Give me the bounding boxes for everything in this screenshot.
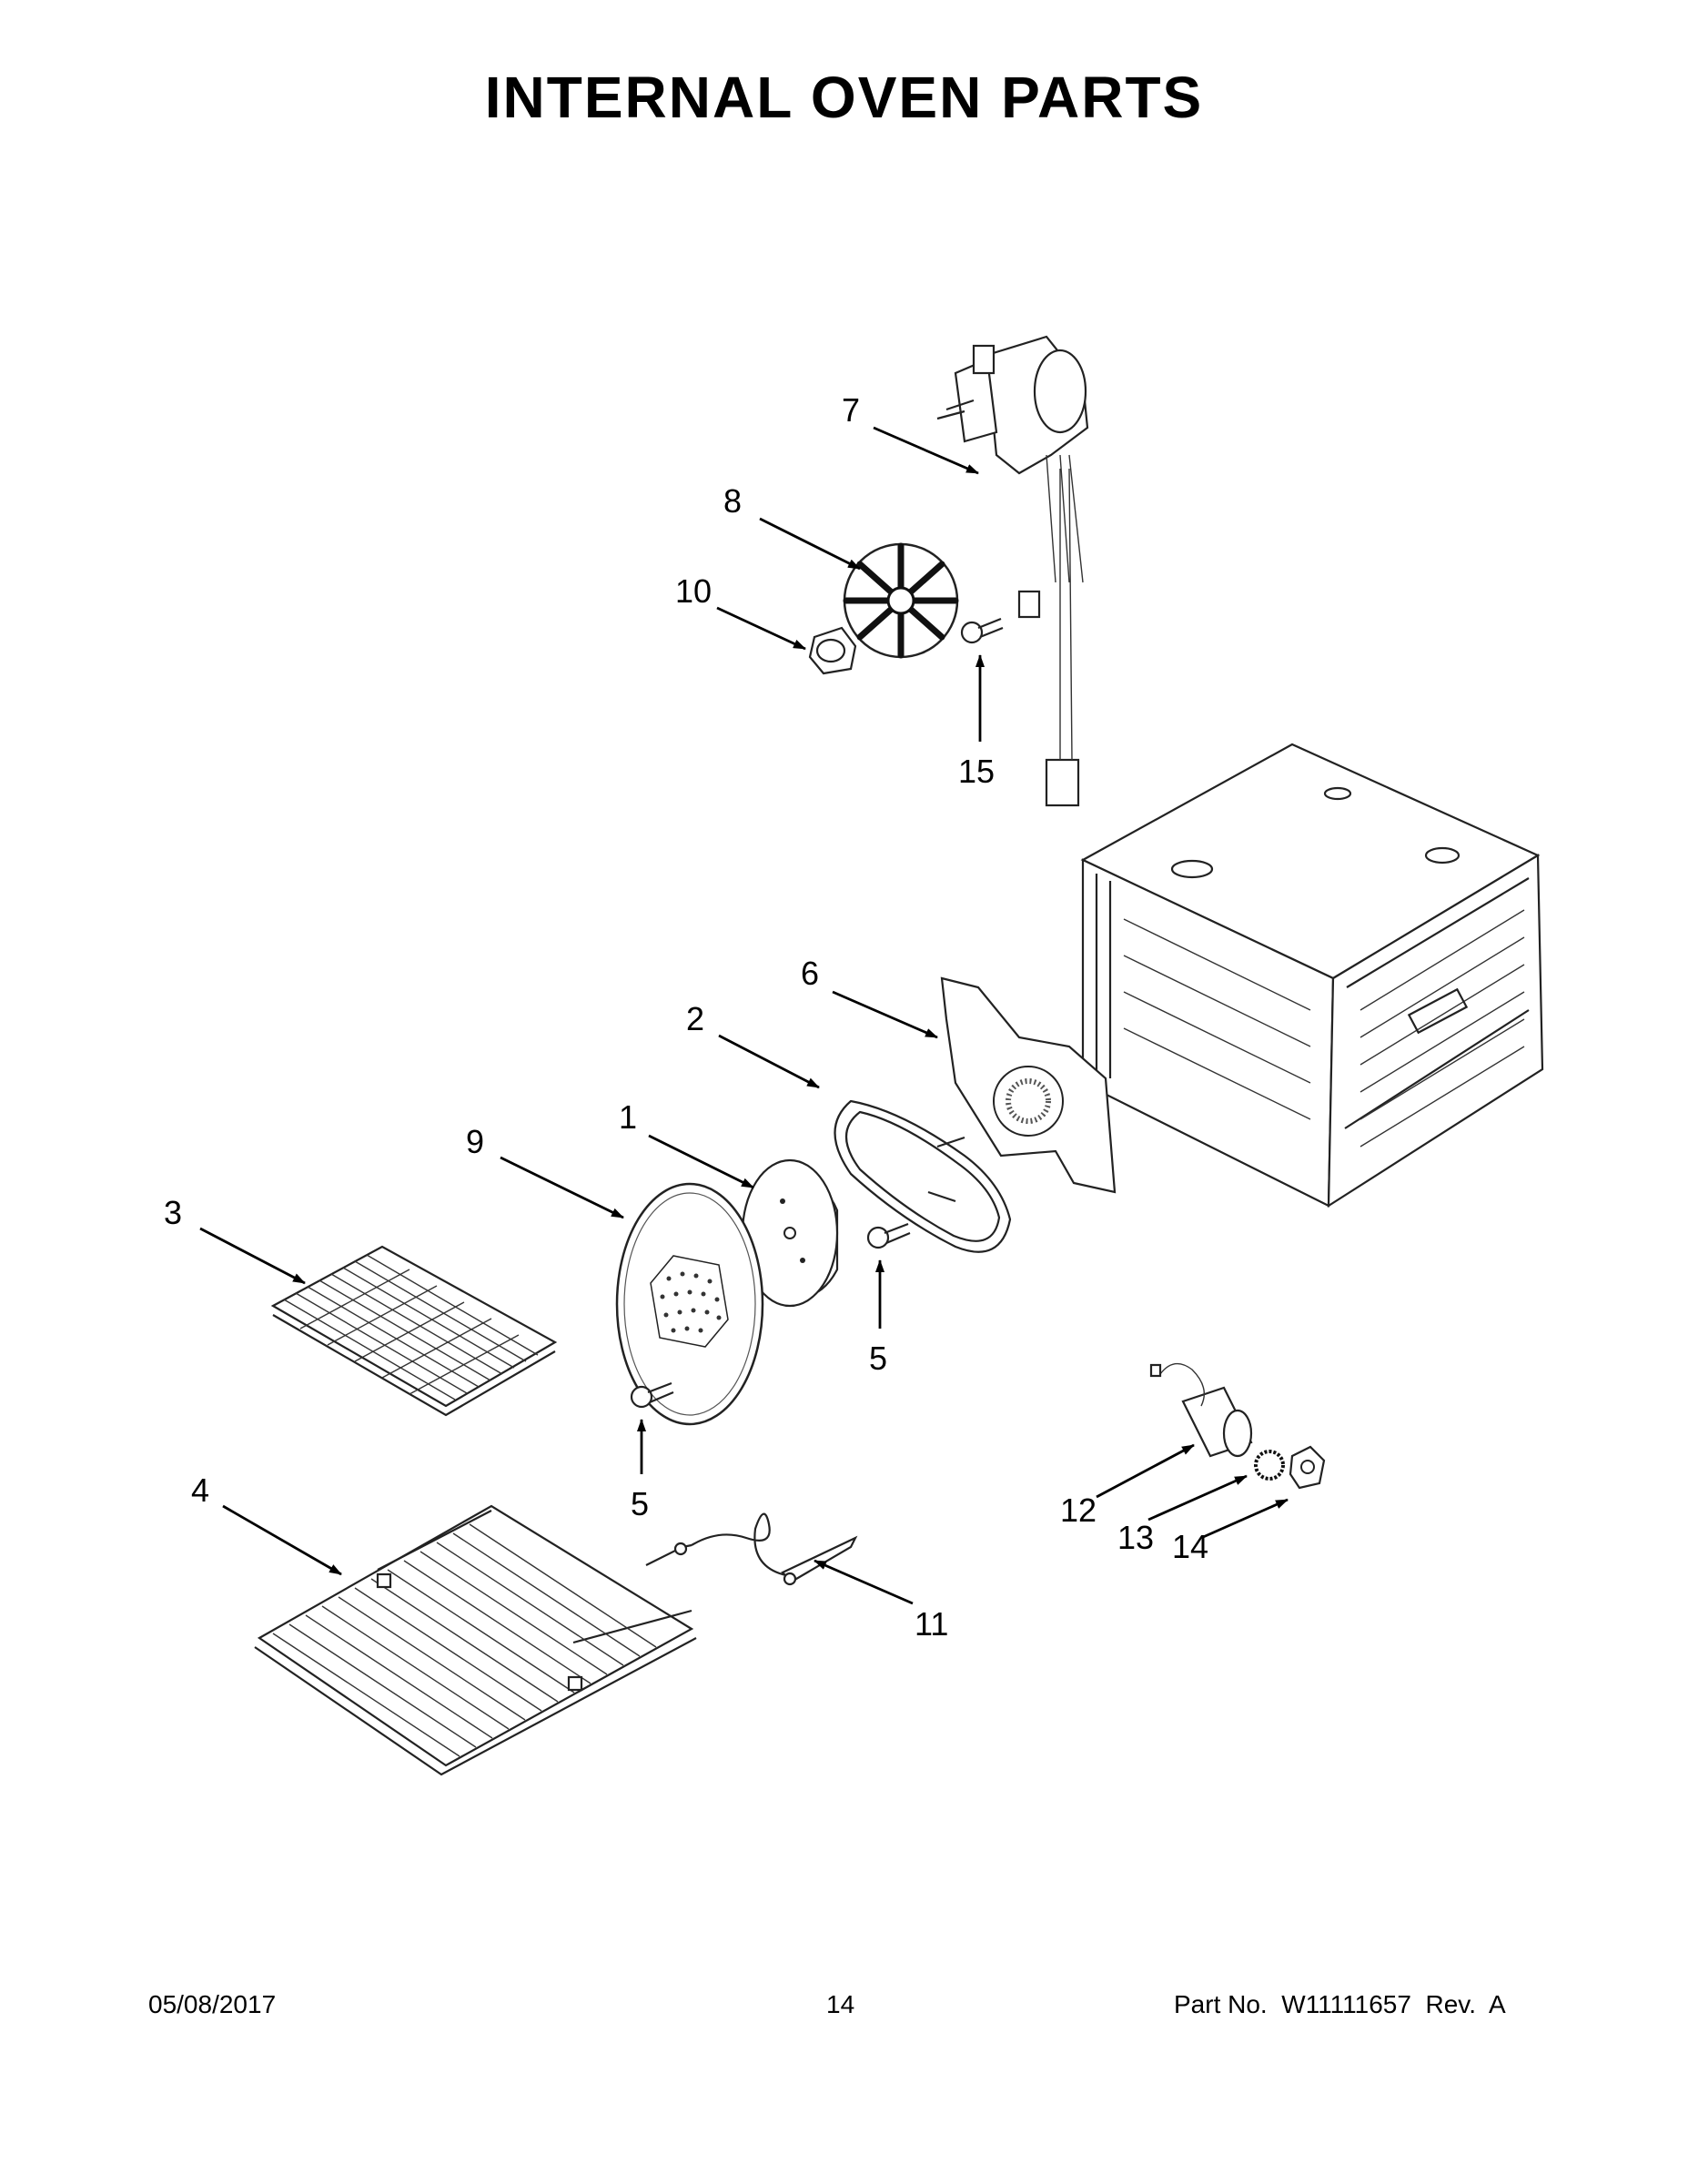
footer-page-number: 14 xyxy=(826,1990,855,2018)
fan-blade xyxy=(843,542,959,659)
baffle-disc xyxy=(741,1158,839,1308)
callout-2: 2 xyxy=(686,1000,704,1037)
element-screw xyxy=(866,1222,911,1249)
convection-element xyxy=(834,1099,1012,1253)
callout-9: 9 xyxy=(466,1123,484,1160)
callout-14: 14 xyxy=(1172,1528,1208,1565)
meat-probe xyxy=(645,1512,858,1586)
oven-cavity xyxy=(1080,743,1544,1208)
convection-motor xyxy=(936,335,1089,807)
lock-washer xyxy=(1254,1450,1285,1481)
callout-7: 7 xyxy=(842,391,860,429)
fan-nut xyxy=(808,626,857,675)
roll-out-rack xyxy=(254,1504,697,1776)
fan-shroud xyxy=(940,976,1117,1194)
page-title: INTERNAL OVEN PARTS xyxy=(484,65,1204,130)
flat-oven-rack xyxy=(270,1245,558,1417)
leader-lines xyxy=(199,426,1289,1605)
callout-5b: 5 xyxy=(631,1485,649,1522)
callout-3: 3 xyxy=(164,1194,182,1231)
rear-cover-plate xyxy=(615,1182,764,1426)
footer-part-number: Part No. W11111657 Rev. A xyxy=(1174,1990,1506,2018)
footer-date: 05/08/2017 xyxy=(148,1990,277,2018)
callout-5a: 5 xyxy=(869,1340,887,1377)
motor-screw xyxy=(960,617,1004,644)
callout-10: 10 xyxy=(675,572,712,610)
callout-13: 13 xyxy=(1117,1519,1154,1556)
probe-jack xyxy=(1149,1362,1253,1458)
callout-4: 4 xyxy=(191,1471,209,1509)
callout-12: 12 xyxy=(1060,1491,1097,1529)
callout-1: 1 xyxy=(619,1098,637,1136)
callout-6: 6 xyxy=(801,955,819,992)
callout-15: 15 xyxy=(958,753,995,790)
jack-nut xyxy=(1289,1445,1326,1490)
callout-11: 11 xyxy=(915,1605,948,1643)
cover-screw xyxy=(630,1381,674,1409)
callout-8: 8 xyxy=(723,482,742,520)
